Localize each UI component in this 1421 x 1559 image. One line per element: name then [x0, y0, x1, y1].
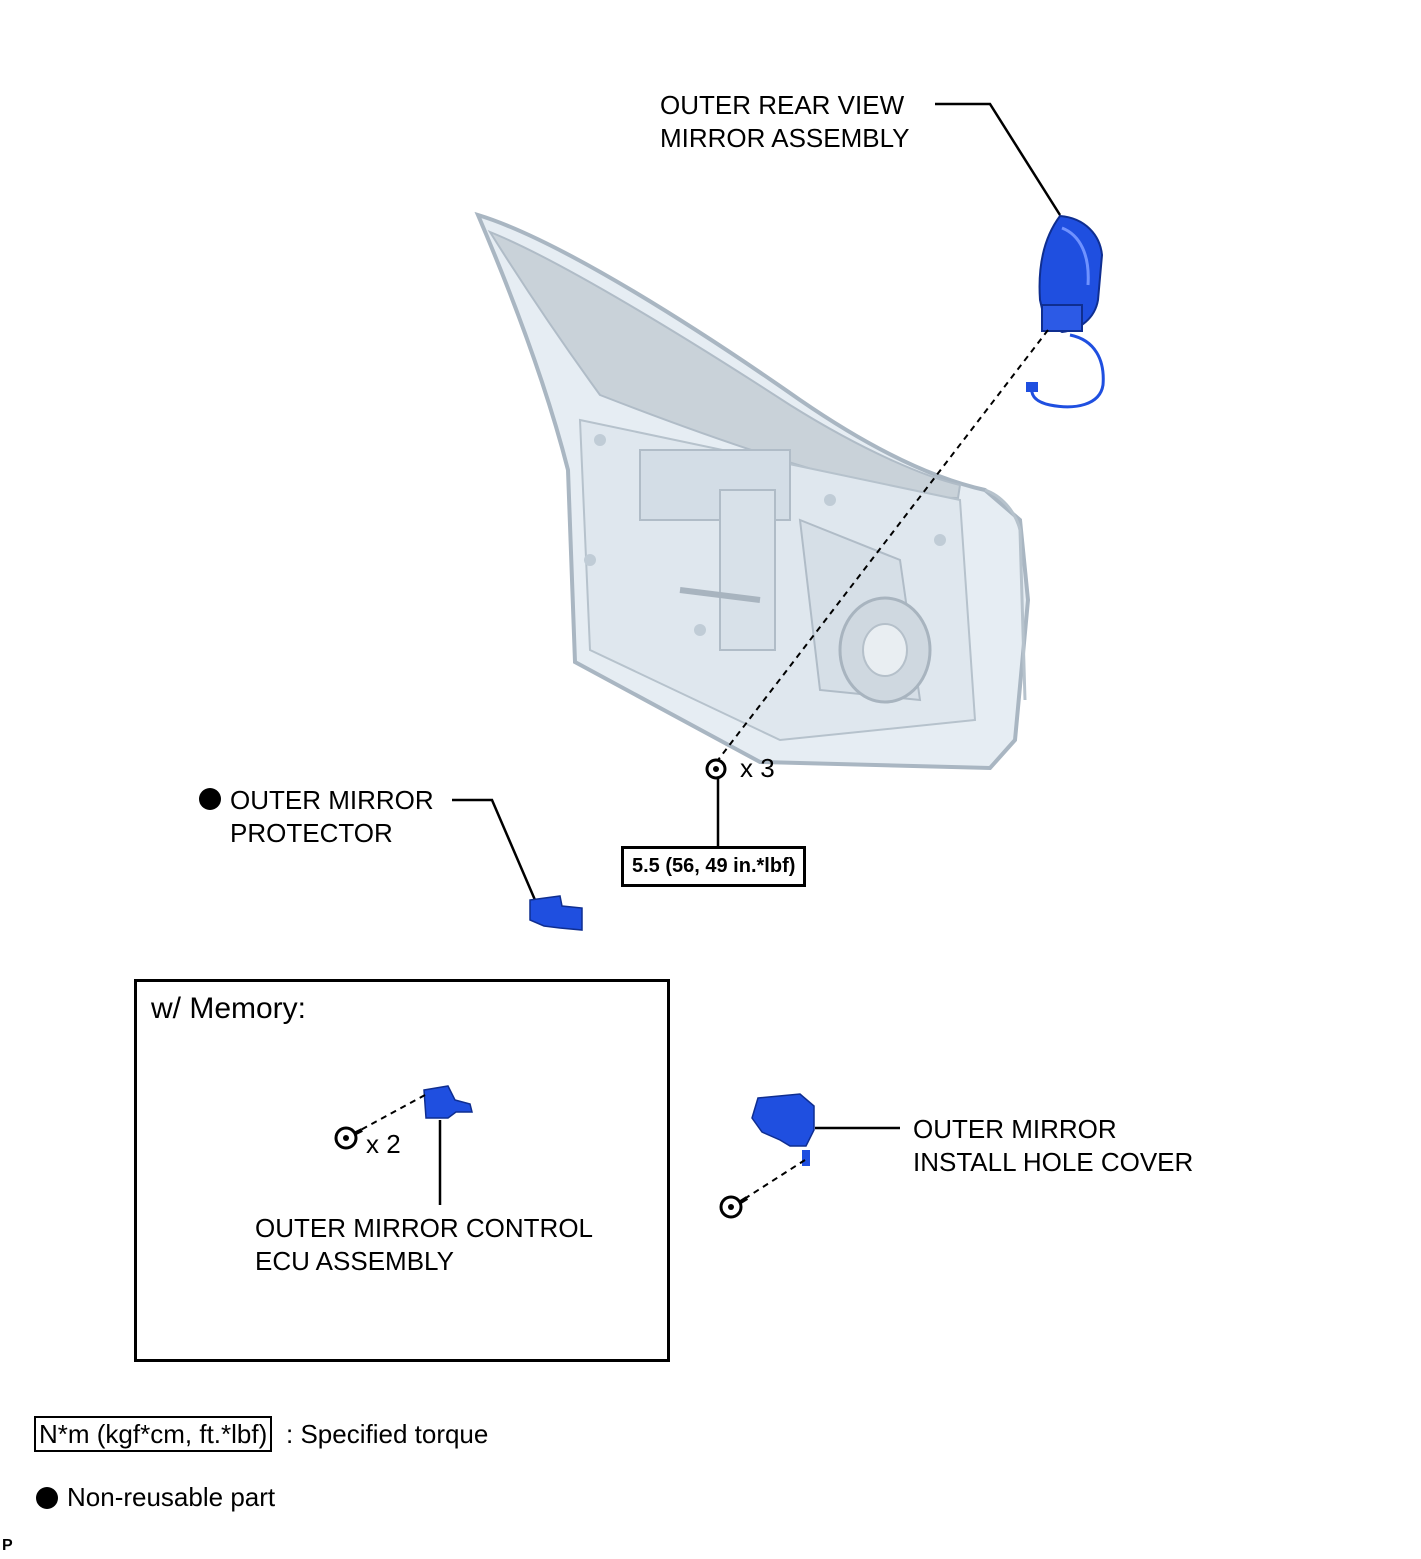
page-mark: P: [2, 1537, 13, 1554]
mirror-assembly-leader: [935, 102, 1062, 216]
ecu-assembly-label-line2: ECU ASSEMBLY: [255, 1246, 454, 1276]
hole-cover-dashed-line: [737, 1159, 806, 1204]
mirror-assembly-label-line2: MIRROR ASSEMBLY: [660, 123, 910, 153]
mirror-assembly-label-line1: OUTER REAR VIEW: [660, 90, 905, 120]
nut-quantity: x 3: [740, 753, 775, 783]
mirror-protector-label-line1: OUTER MIRROR: [230, 785, 434, 815]
legend-non-reusable-description: Non-reusable part: [67, 1482, 276, 1512]
nut-icon: [705, 758, 727, 780]
install-hole-cover-label-line2: INSTALL HOLE COVER: [913, 1147, 1194, 1177]
screw-quantity: x 2: [366, 1129, 401, 1159]
cover-screw-icon: [719, 1195, 749, 1219]
mirror-protector-label: OUTER MIRROR PROTECTOR: [230, 784, 434, 850]
mirror-protector-part: [529, 895, 583, 931]
mirror-assembly-part: [1026, 214, 1105, 409]
legend-torque-description: : Specified torque: [286, 1419, 489, 1449]
ecu-assembly-label: OUTER MIRROR CONTROL ECU ASSEMBLY: [255, 1212, 593, 1278]
screw-icon: [334, 1126, 363, 1150]
ecu-assembly-label-line1: OUTER MIRROR CONTROL: [255, 1213, 593, 1243]
legend-non-reusable-icon: [36, 1487, 58, 1509]
install-hole-cover-label-line1: OUTER MIRROR: [913, 1114, 1117, 1144]
non-reusable-marker-icon: [199, 788, 221, 810]
mirror-assembly-label: OUTER REAR VIEW MIRROR ASSEMBLY: [660, 89, 909, 155]
mirror-mount-dashed-line: [717, 329, 1049, 761]
ecu-dashed-line: [354, 1094, 426, 1134]
ecu-assembly-part: [423, 1085, 473, 1119]
front-door-panel: [474, 211, 1031, 771]
install-hole-cover-part: [751, 1093, 815, 1166]
torque-spec-box: 5.5 (56, 49 in.*lbf): [621, 846, 807, 887]
mirror-protector-label-line2: PROTECTOR: [230, 818, 393, 848]
memory-variant-box: [134, 979, 670, 1362]
protector-leader: [452, 798, 537, 901]
legend-torque-unit-box: N*m (kgf*cm, ft.*lbf): [34, 1416, 273, 1452]
install-hole-cover-label: OUTER MIRROR INSTALL HOLE COVER: [913, 1113, 1193, 1179]
memory-variant-title: w/ Memory:: [151, 992, 307, 1025]
